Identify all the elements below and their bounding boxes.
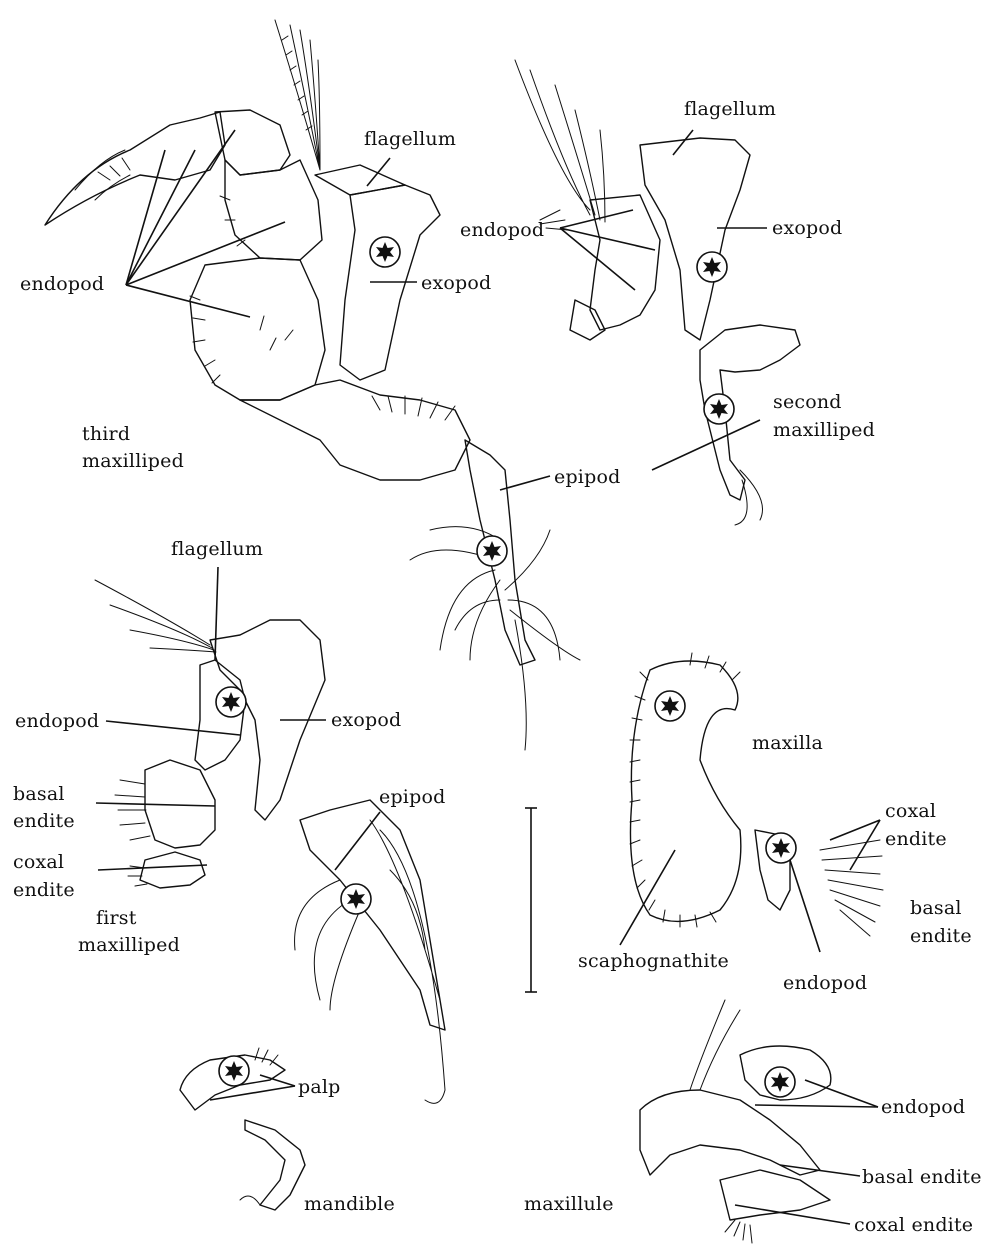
label-second-endopod: endopod (460, 219, 544, 241)
label-third-flagellum: flagellum (364, 128, 456, 150)
third-maxilliped-figure (45, 20, 580, 750)
label-first-maxilliped-line2: maxilliped (78, 934, 180, 956)
label-maxillule-basal-endite: basal endite (862, 1166, 982, 1188)
marker-maxilla-endopod (766, 833, 796, 863)
label-first-coxal-line2: endite (13, 879, 75, 901)
maxillule-figure (640, 1000, 831, 1243)
label-maxillule: maxillule (524, 1193, 614, 1215)
marker-maxilla (655, 691, 685, 721)
marker-mandible-palp (219, 1056, 249, 1086)
marker-third-epipod (477, 536, 507, 566)
label-first-epipod: epipod (379, 786, 445, 808)
label-mandible-palp: palp (298, 1076, 341, 1098)
label-first-flagellum: flagellum (171, 538, 263, 560)
label-maxilla: maxilla (752, 732, 823, 754)
label-third-epipod: epipod (554, 466, 620, 488)
marker-second-exopod (697, 252, 727, 282)
label-first-maxilliped-line1: first (96, 907, 137, 929)
label-second-flagellum: flagellum (684, 98, 776, 120)
marker-first-endopod (216, 687, 246, 717)
label-first-basal-line2: endite (13, 810, 75, 832)
label-maxilla-endopod: endopod (783, 972, 867, 994)
label-third-exopod: exopod (421, 272, 491, 294)
label-first-endopod: endopod (15, 710, 99, 732)
label-maxilla-coxal-line2: endite (885, 828, 947, 850)
label-mandible: mandible (304, 1193, 395, 1215)
marker-maxillule (765, 1067, 795, 1097)
label-third-maxilliped-line2: maxilliped (82, 450, 184, 472)
marker-first-epipod (341, 884, 371, 914)
label-maxilla-basal-line2: endite (910, 925, 972, 947)
label-maxillule-coxal-endite: coxal endite (854, 1214, 973, 1236)
label-maxilla-coxal-line1: coxal (885, 800, 936, 822)
marker-second-epipod (704, 394, 734, 424)
first-maxilliped-figure (95, 580, 445, 1103)
label-first-exopod: exopod (331, 709, 401, 731)
scale-bar (525, 808, 537, 992)
label-second-exopod: exopod (772, 217, 842, 239)
label-third-endopod: endopod (20, 273, 104, 295)
marker-third-exopod (370, 237, 400, 267)
second-maxilliped-figure (515, 60, 800, 525)
label-first-coxal-line1: coxal (13, 851, 64, 873)
label-maxilla-basal-line1: basal (910, 897, 962, 919)
label-second-maxilliped-line1: second (773, 391, 842, 413)
label-maxillule-endopod: endopod (881, 1096, 965, 1118)
label-first-basal-line1: basal (13, 783, 65, 805)
label-second-maxilliped-line2: maxilliped (773, 419, 875, 441)
label-maxilla-scaphognathite: scaphognathite (578, 950, 729, 972)
label-third-maxilliped-line1: third (82, 423, 130, 445)
